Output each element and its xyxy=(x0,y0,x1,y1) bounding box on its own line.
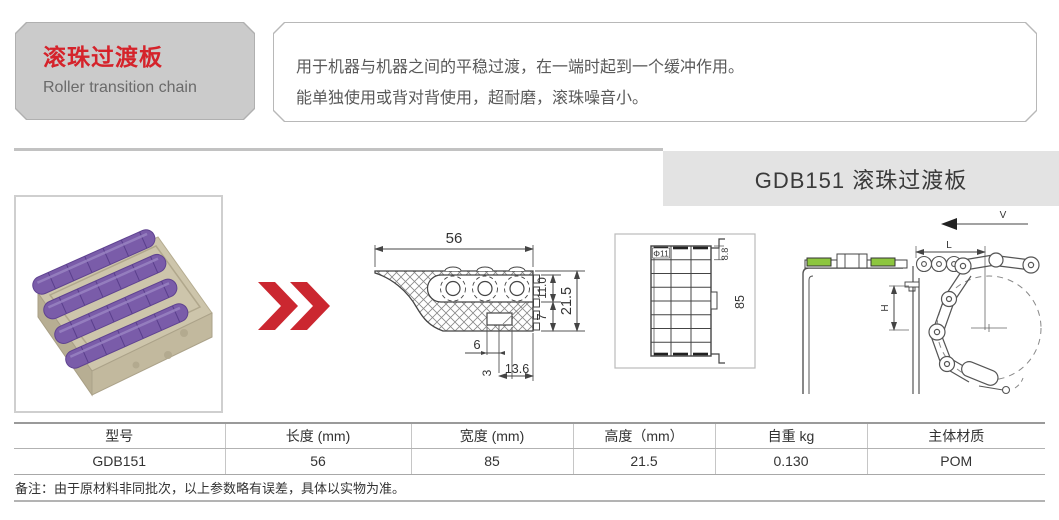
model-banner-title: GDB151 滚珠过渡板 xyxy=(754,167,968,193)
svg-text:85: 85 xyxy=(733,295,747,309)
cell-width: 85 xyxy=(410,448,573,475)
spec-table-header-row: 型号 长度 (mm) 宽度 (mm) 高度（mm） 自重 kg 主体材质 xyxy=(14,422,1045,449)
bottom-rule xyxy=(14,500,1045,502)
svg-text:13.6: 13.6 xyxy=(505,362,529,376)
svg-text:V: V xyxy=(1000,210,1007,221)
svg-text:H: H xyxy=(880,304,891,311)
section-divider xyxy=(14,148,663,151)
svg-text:Φ11: Φ11 xyxy=(653,249,669,259)
cell-height: 21.5 xyxy=(572,448,715,475)
spec-table: 型号 长度 (mm) 宽度 (mm) 高度（mm） 自重 kg 主体材质 GDB… xyxy=(14,422,1045,475)
cell-weight: 0.130 xyxy=(714,448,867,475)
svg-text:6: 6 xyxy=(473,337,480,352)
cell-material: POM xyxy=(866,448,1045,475)
cell-length: 56 xyxy=(224,448,411,475)
product-photo xyxy=(14,195,223,413)
col-model: 型号 xyxy=(14,422,225,449)
svg-text:11.0: 11.0 xyxy=(537,277,549,299)
product-title-box: 滚珠过渡板 Roller transition chain xyxy=(15,22,255,120)
roller-rows xyxy=(32,229,189,369)
svg-text:L: L xyxy=(946,240,952,251)
svg-text:3: 3 xyxy=(480,369,494,376)
col-weight: 自重 kg xyxy=(714,422,867,449)
cell-model: GDB151 xyxy=(14,448,225,475)
col-width: 宽度 (mm) xyxy=(410,422,573,449)
footnote: 备注：由于原材料非同批次，以上参数略有误差，具体以实物为准。 xyxy=(15,481,406,496)
page-subtitle: Roller transition chain xyxy=(43,79,197,96)
section-drawing: 56 11.0 7 21.5 6 3 13.6 xyxy=(374,230,585,381)
page-title: 滚珠过渡板 xyxy=(43,44,163,70)
description-line-2: 能单独使用或背对背使用，超耐磨，滚珠噪音小。 xyxy=(296,90,649,107)
transition-pad-left xyxy=(806,257,832,267)
svg-text:21.5: 21.5 xyxy=(559,287,575,315)
svg-text:7: 7 xyxy=(534,313,549,320)
application-drawing: V L H xyxy=(802,210,1042,395)
description-box: 用于机器与机器之间的平稳过渡，在一端时起到一个缓冲作用。 能单独使用或背对背使用… xyxy=(273,22,1037,122)
double-chevron-right-icon xyxy=(258,282,330,330)
product-photo-image xyxy=(16,197,221,411)
col-length: 长度 (mm) xyxy=(224,422,411,449)
description-line-1: 用于机器与机器之间的平稳过渡，在一端时起到一个缓冲作用。 xyxy=(296,59,745,76)
transition-pad-right xyxy=(870,257,896,267)
table-row: GDB151 56 85 21.5 0.130 POM xyxy=(14,448,1045,475)
svg-text:8.8: 8.8 xyxy=(720,248,730,261)
model-banner: GDB151 滚珠过渡板 xyxy=(663,151,1059,206)
col-height: 高度（mm） xyxy=(572,422,715,449)
top-view-drawing: Φ11 8.8 85 xyxy=(614,233,756,369)
svg-text:56: 56 xyxy=(446,230,463,247)
col-material: 主体材质 xyxy=(866,422,1045,449)
